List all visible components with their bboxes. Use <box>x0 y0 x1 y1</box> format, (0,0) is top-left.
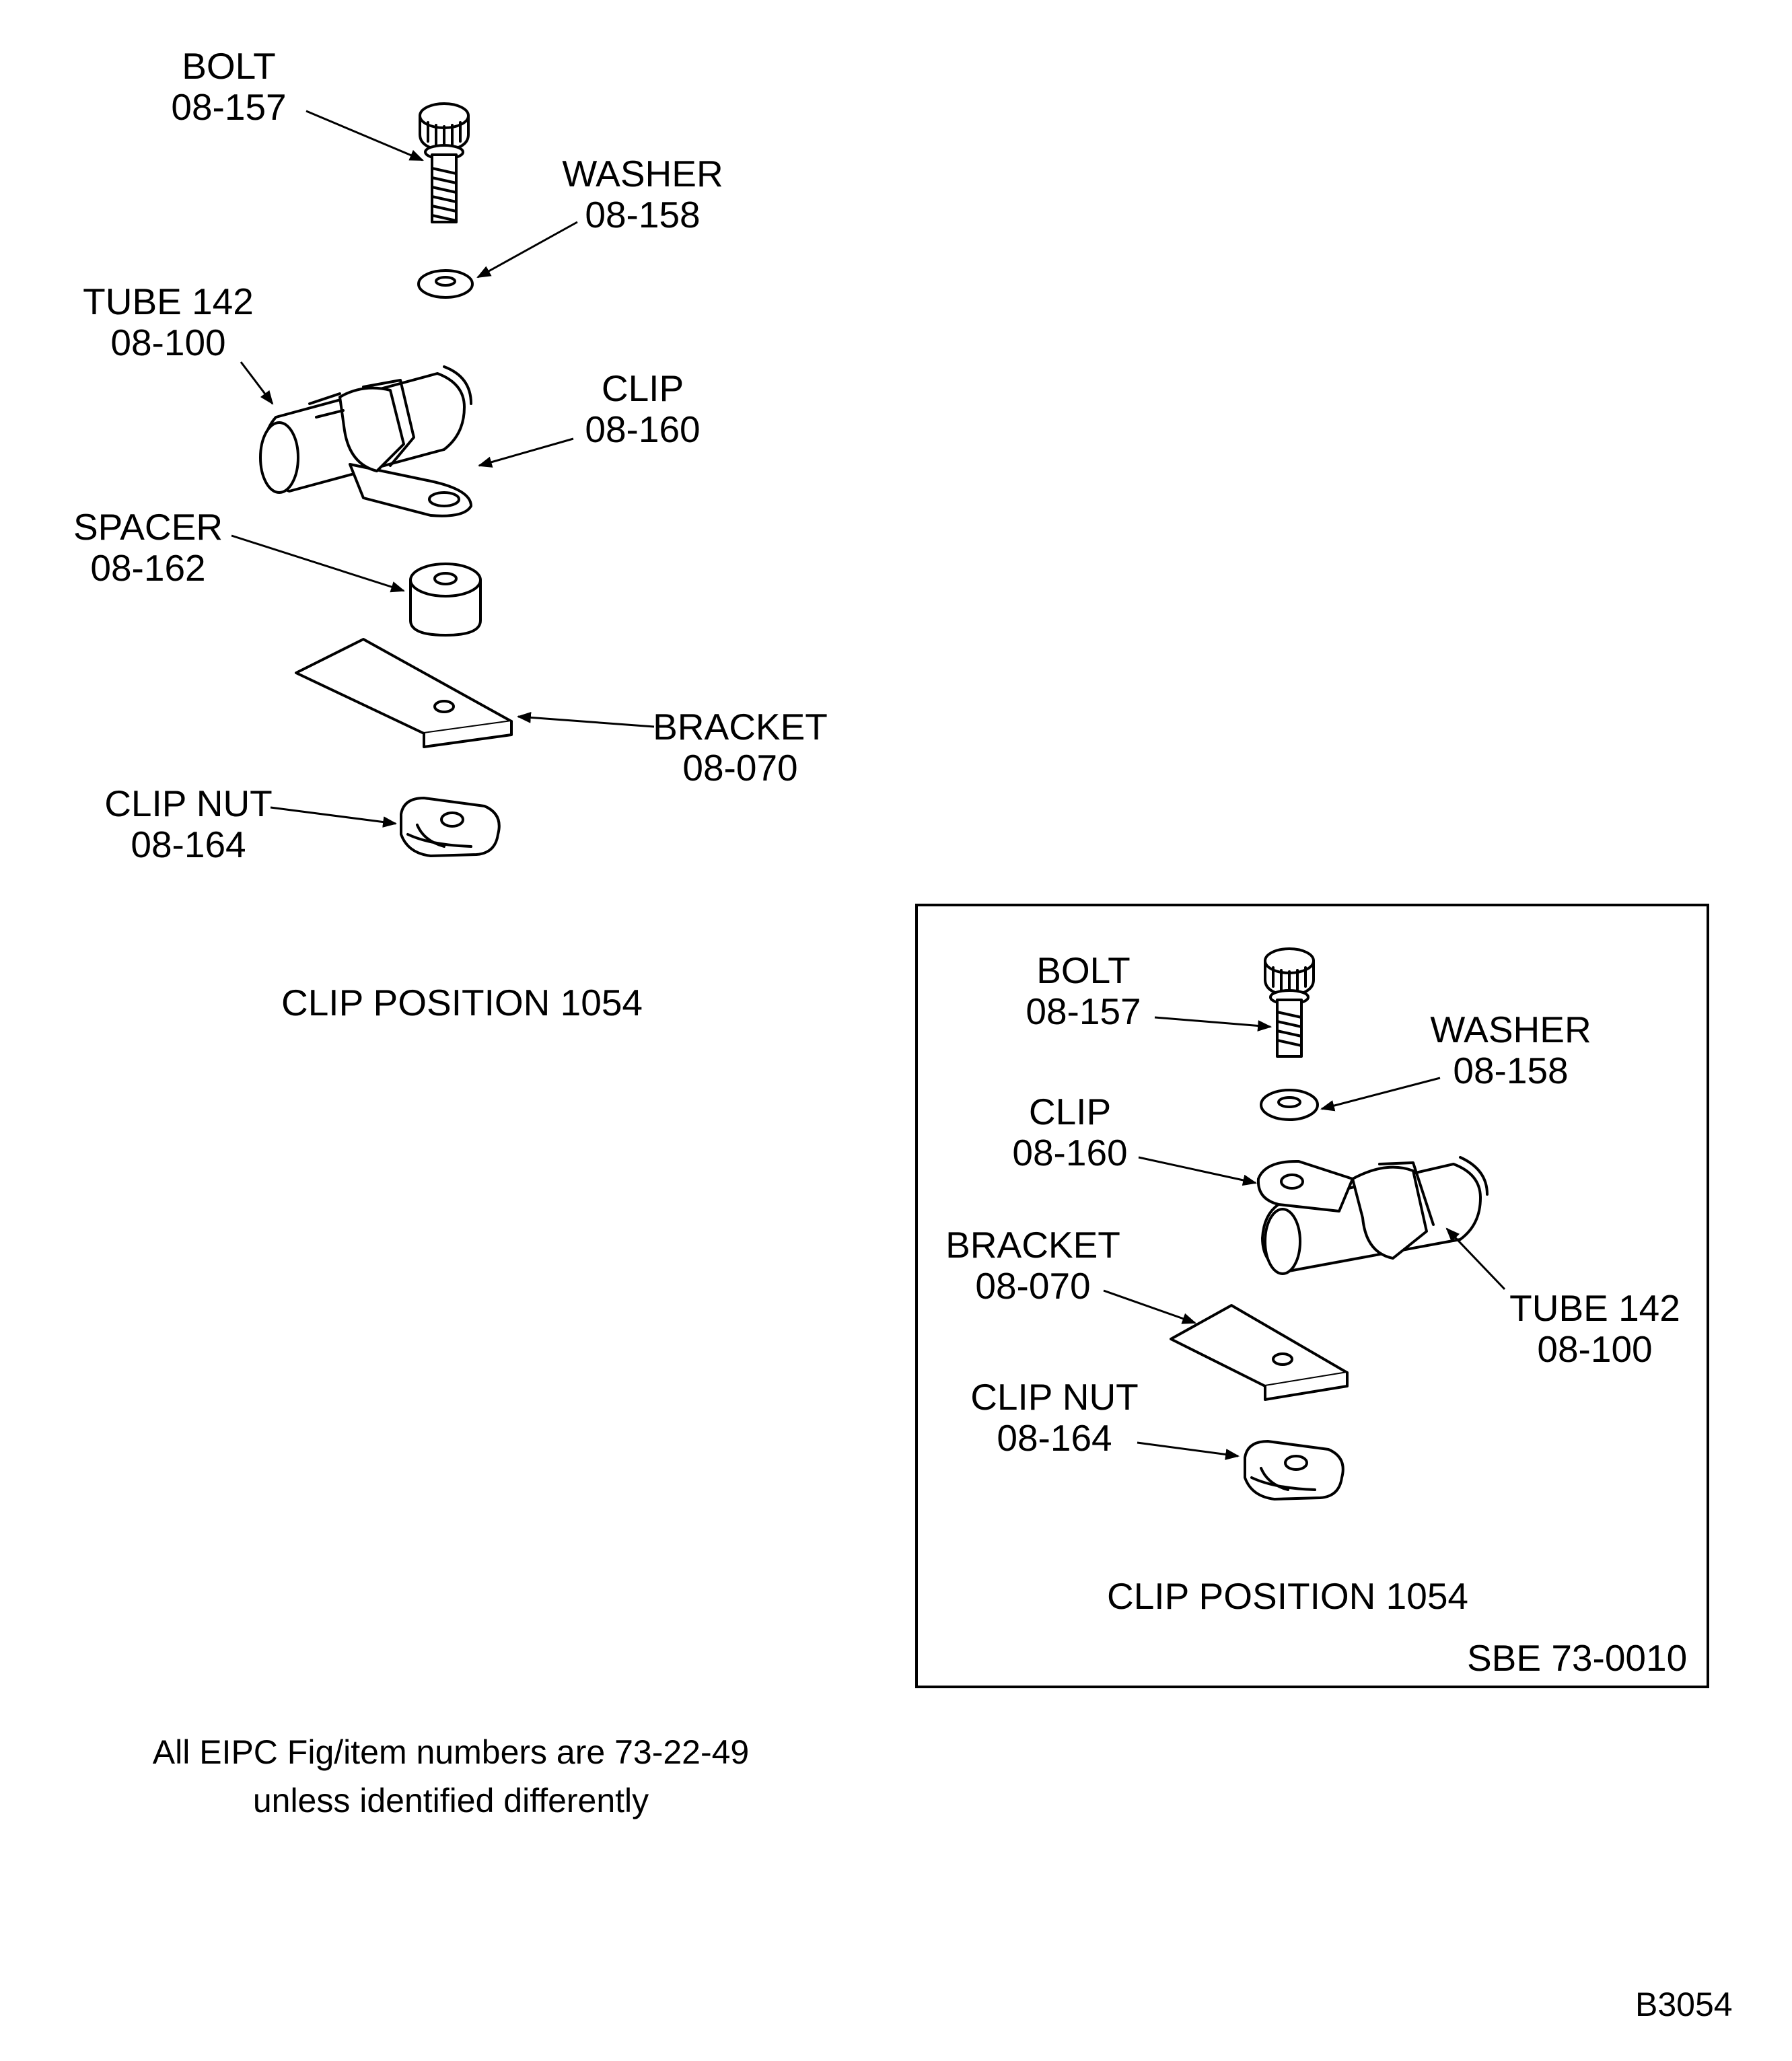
bracket-label-b: BRACKET 08-070 <box>945 1225 1120 1307</box>
spacer-item-number: 08-162 <box>90 547 206 589</box>
inset-frame <box>915 904 1709 1688</box>
bracket-part-b <box>1170 1304 1349 1401</box>
tube-item-number: 08-100 <box>110 322 226 363</box>
spacer-label-a: SPACER 08-162 <box>67 507 229 589</box>
leader-lines-a <box>231 110 655 828</box>
tube-label-a: TUBE 142 08-100 <box>74 281 262 363</box>
spacer-part-a <box>409 563 482 637</box>
washer-part-b <box>1260 1089 1319 1121</box>
caption-view-b: CLIP POSITION 1054 <box>1107 1575 1469 1617</box>
bracket-label-a: BRACKET 08-070 <box>653 707 828 789</box>
clip-nut-label-a: CLIP NUT 08-164 <box>101 783 276 865</box>
bracket-part-a <box>295 638 513 748</box>
reference-number: SBE 73-0010 <box>1467 1637 1688 1679</box>
clip-nut-name: CLIP NUT <box>104 783 273 824</box>
clip-label-a: CLIP 08-160 <box>569 368 717 450</box>
bolt-item-number: 08-157 <box>1026 990 1141 1032</box>
clip-part-a <box>308 379 472 517</box>
clip-name: CLIP <box>601 367 684 409</box>
clip-nut-part-a <box>400 797 501 857</box>
bracket-name: BRACKET <box>945 1224 1120 1266</box>
tube-item-number: 08-100 <box>1537 1328 1653 1370</box>
spacer-name: SPACER <box>73 506 223 548</box>
clip-nut-item-number: 08-164 <box>997 1417 1112 1459</box>
clip-part-b <box>1256 1159 1435 1260</box>
clip-item-number: 08-160 <box>1012 1132 1128 1173</box>
footnote: All EIPC Fig/item numbers are 73-22-49 u… <box>47 1728 855 1825</box>
washer-part-a <box>417 269 474 299</box>
clip-nut-part-b <box>1244 1440 1345 1500</box>
washer-label-a: WASHER 08-158 <box>559 153 727 236</box>
bolt-label-a: BOLT 08-157 <box>155 46 303 128</box>
washer-label-b: WASHER 08-158 <box>1427 1009 1595 1091</box>
bolt-part-a <box>419 102 470 223</box>
washer-name: WASHER <box>1430 1009 1591 1050</box>
washer-name: WASHER <box>562 153 723 194</box>
clip-nut-label-b: CLIP NUT 08-164 <box>967 1377 1142 1459</box>
footnote-line-1: All EIPC Fig/item numbers are 73-22-49 <box>152 1733 750 1771</box>
bolt-name: BOLT <box>182 45 276 87</box>
figure-id: B3054 <box>1635 1986 1733 2023</box>
leader-lines-b <box>1103 1016 1506 1460</box>
clip-nut-item-number: 08-164 <box>131 824 246 865</box>
washer-item-number: 08-158 <box>585 194 701 236</box>
bolt-item-number: 08-157 <box>171 86 287 128</box>
tube-name: TUBE 142 <box>1509 1287 1680 1329</box>
tube-label-b: TUBE 142 08-100 <box>1501 1288 1689 1370</box>
washer-item-number: 08-158 <box>1453 1050 1569 1091</box>
bracket-item-number: 08-070 <box>682 747 798 789</box>
clip-name: CLIP <box>1028 1091 1112 1132</box>
bolt-part-b <box>1264 947 1315 1058</box>
caption-view-a: CLIP POSITION 1054 <box>281 982 643 1023</box>
clip-label-b: CLIP 08-160 <box>996 1091 1144 1173</box>
bolt-label-b: BOLT 08-157 <box>1009 950 1157 1032</box>
footnote-line-2: unless identified differently <box>252 1782 649 1819</box>
bolt-name: BOLT <box>1036 949 1131 991</box>
tube-name: TUBE 142 <box>83 281 254 322</box>
clip-item-number: 08-160 <box>585 408 701 450</box>
bracket-item-number: 08-070 <box>975 1265 1091 1307</box>
clip-nut-name: CLIP NUT <box>970 1376 1139 1418</box>
bracket-name: BRACKET <box>653 706 828 748</box>
